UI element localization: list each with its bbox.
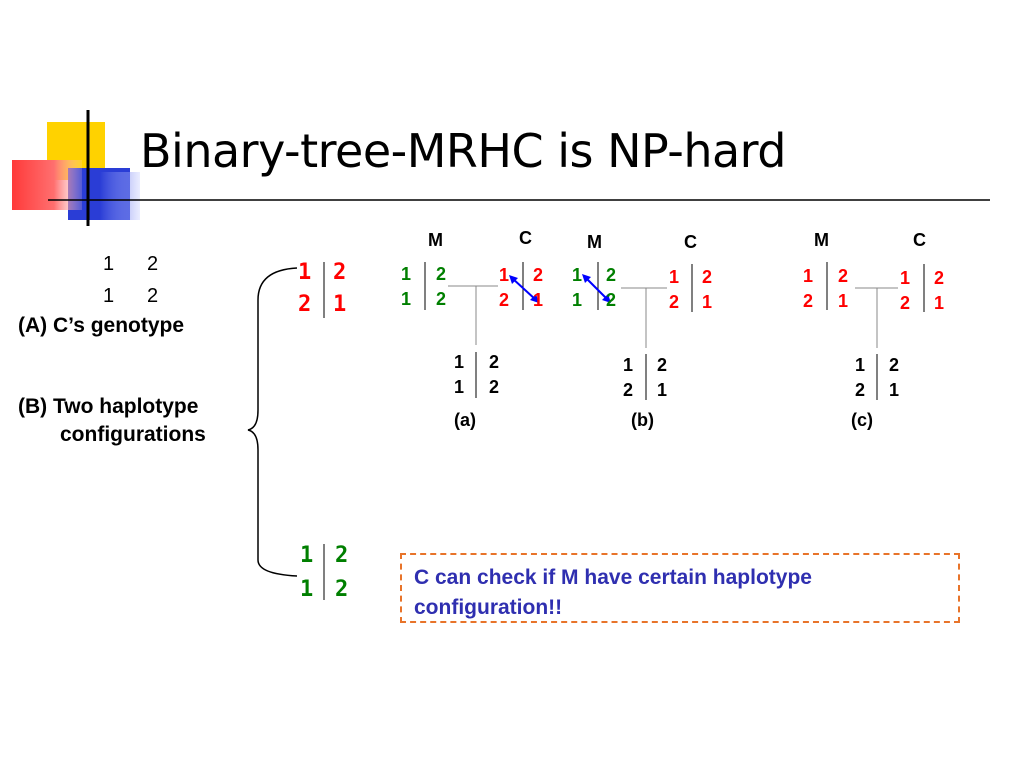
diagram-b-m-r1-left: 1 xyxy=(572,265,583,285)
diagram-a-c-r1-right: 2 xyxy=(533,265,544,285)
diagram-b-child-r1-right: 2 xyxy=(657,355,668,375)
diagram-a-c-r1-left: 1 xyxy=(499,265,510,285)
diagram-a-m-label: M xyxy=(428,230,443,250)
diagram-c-m-r2-left: 2 xyxy=(803,291,814,311)
diagram-b-m-r1-right: 2 xyxy=(606,265,617,285)
red-square xyxy=(12,160,82,210)
diagram-b-m-r2-right: 2 xyxy=(606,290,617,310)
diagram-a-m-r1-left: 1 xyxy=(401,264,412,284)
diagram-b-swap-arrow xyxy=(584,276,609,301)
diagram-c-child-r2-left: 2 xyxy=(855,380,866,400)
diagram-a-arrowhead-1 xyxy=(509,275,518,284)
diagram-b-arrowhead-1 xyxy=(582,274,591,283)
diagram-c-c-label: C xyxy=(913,230,926,250)
diagram-a-m-r2-right: 2 xyxy=(436,289,447,309)
genotype-row-2-left: 1 xyxy=(103,285,115,307)
diagram-c-m-r2-right: 1 xyxy=(838,291,849,311)
diagram-a-c-label: C xyxy=(519,228,532,248)
haplotype-label-line1: (B) Two haplotype xyxy=(18,395,199,418)
diagram-b-m-r2-left: 1 xyxy=(572,290,583,310)
diagram-a-caption: (a) xyxy=(454,410,476,430)
callout-box: C can check if M have certain haplotype … xyxy=(400,553,960,623)
diagram-a-c-r2-left: 2 xyxy=(499,290,510,310)
diagram-b-c-label: C xyxy=(684,232,697,252)
diagram-c-m-r1-left: 1 xyxy=(803,266,814,286)
diagram-a-swap-arrow xyxy=(511,277,537,301)
diagram-c-caption: (c) xyxy=(851,410,873,430)
diagram-a-child-r1-left: 1 xyxy=(454,352,465,372)
diagram-a-arrowhead-2 xyxy=(530,294,539,303)
diagram-b-c-r1-left: 1 xyxy=(669,267,680,287)
diagram-b-m-label: M xyxy=(587,232,602,252)
config1-r1-right: 2 xyxy=(333,260,347,285)
diagram-a-m-r1-right: 2 xyxy=(436,264,447,284)
genotype-label: (A) C’s genotype xyxy=(18,314,185,337)
diagram-c-m-label: M xyxy=(814,230,829,250)
diagram-c-c-r1-left: 1 xyxy=(900,268,911,288)
diagram-b-child-r2-left: 2 xyxy=(623,380,634,400)
callout-text: C can check if M have certain haplotype … xyxy=(414,566,812,619)
diagram-a-c-r2-right: 1 xyxy=(533,290,544,310)
genotype-row-1-right: 2 xyxy=(147,253,159,275)
diagram-b-arrowhead-2 xyxy=(602,294,611,303)
diagram-b-caption: (b) xyxy=(631,410,654,430)
diagram-c-m-r1-right: 2 xyxy=(838,266,849,286)
diagram-c-child-r2-right: 1 xyxy=(889,380,900,400)
diagram-b-c-r1-right: 2 xyxy=(702,267,713,287)
blue-fade xyxy=(100,172,140,220)
diagram-b-child-r1-left: 1 xyxy=(623,355,634,375)
slide-title: Binary-tree-MRHC is NP-hard xyxy=(140,124,786,178)
diagram-c-c-r2-right: 1 xyxy=(934,293,945,313)
config1-r2-left: 2 xyxy=(298,292,312,317)
diagram-c-c-r2-left: 2 xyxy=(900,293,911,313)
config2-r1-left: 1 xyxy=(300,543,314,568)
diagram-a-child-r1-right: 2 xyxy=(489,352,500,372)
config1-r1-left: 1 xyxy=(298,260,312,285)
diagram-a-child-r2-left: 1 xyxy=(454,377,465,397)
diagram-a-child-r2-right: 2 xyxy=(489,377,500,397)
genotype-row-1-left: 1 xyxy=(103,253,115,275)
genotype-row-2-right: 2 xyxy=(147,285,159,307)
diagram-b-c-r2-left: 2 xyxy=(669,292,680,312)
config2-r1-right: 2 xyxy=(335,543,349,568)
diagram-b-c-r2-right: 1 xyxy=(702,292,713,312)
config1-r2-right: 1 xyxy=(333,292,347,317)
diagram-b-child-r2-right: 1 xyxy=(657,380,668,400)
config2-r2-right: 2 xyxy=(335,577,349,602)
diagram-c-child-r1-left: 1 xyxy=(855,355,866,375)
diagram-c-c-r1-right: 2 xyxy=(934,268,945,288)
diagram-c-child-r1-right: 2 xyxy=(889,355,900,375)
diagram-a-m-r2-left: 1 xyxy=(401,289,412,309)
configurations-brace xyxy=(247,267,298,577)
haplotype-label-line2: configurations xyxy=(60,423,206,446)
config2-r2-left: 1 xyxy=(300,577,314,602)
